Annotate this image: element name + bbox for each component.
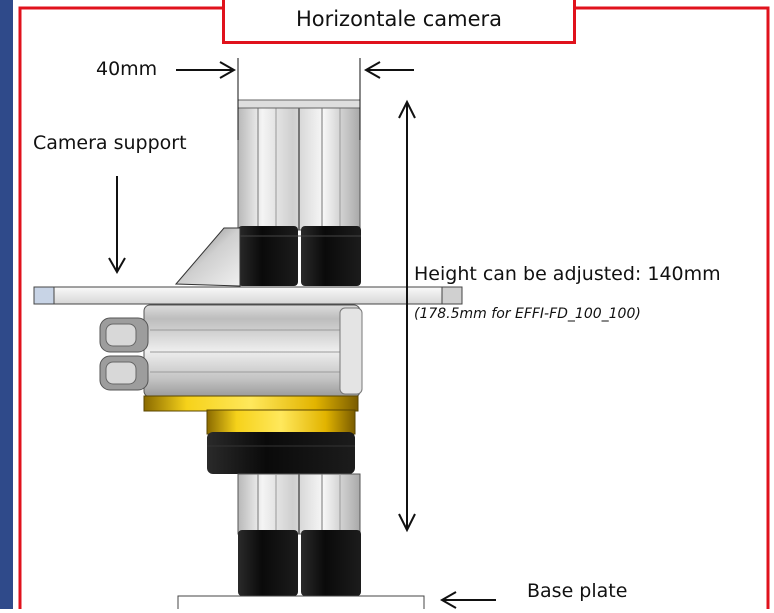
title-box: Horizontale camera — [222, 0, 576, 44]
base-plate-label: Base plate — [527, 580, 628, 602]
base-plate — [177, 595, 425, 613]
camera-body — [143, 304, 363, 398]
camera-support-arrow — [108, 176, 126, 275]
base-plate-arrow — [439, 591, 496, 609]
height-adjust-label: Height can be adjusted: 140mm — [414, 263, 721, 285]
upper-rail — [237, 99, 361, 231]
support-bracket — [174, 227, 241, 287]
red-frame — [18, 6, 222, 609]
width-dimension-label: 40mm — [96, 58, 158, 80]
height-note-label: (178.5mm for EFFI-FD_100_100) — [414, 306, 641, 322]
height-dimension-arrow — [398, 99, 416, 533]
camera-support-plate — [33, 286, 463, 305]
lens-ring — [143, 395, 359, 474]
width-dimension — [176, 58, 414, 140]
upper-clamp-blocks — [238, 226, 361, 286]
lower-clamp-blocks — [238, 530, 361, 596]
lower-rail — [237, 473, 361, 535]
camera-connectors — [99, 317, 149, 391]
red-frame-right — [576, 6, 770, 609]
left-edge-stripe — [0, 0, 13, 609]
camera-support-label: Camera support — [33, 132, 187, 154]
diagram-title: Horizontale camera — [295, 7, 503, 31]
